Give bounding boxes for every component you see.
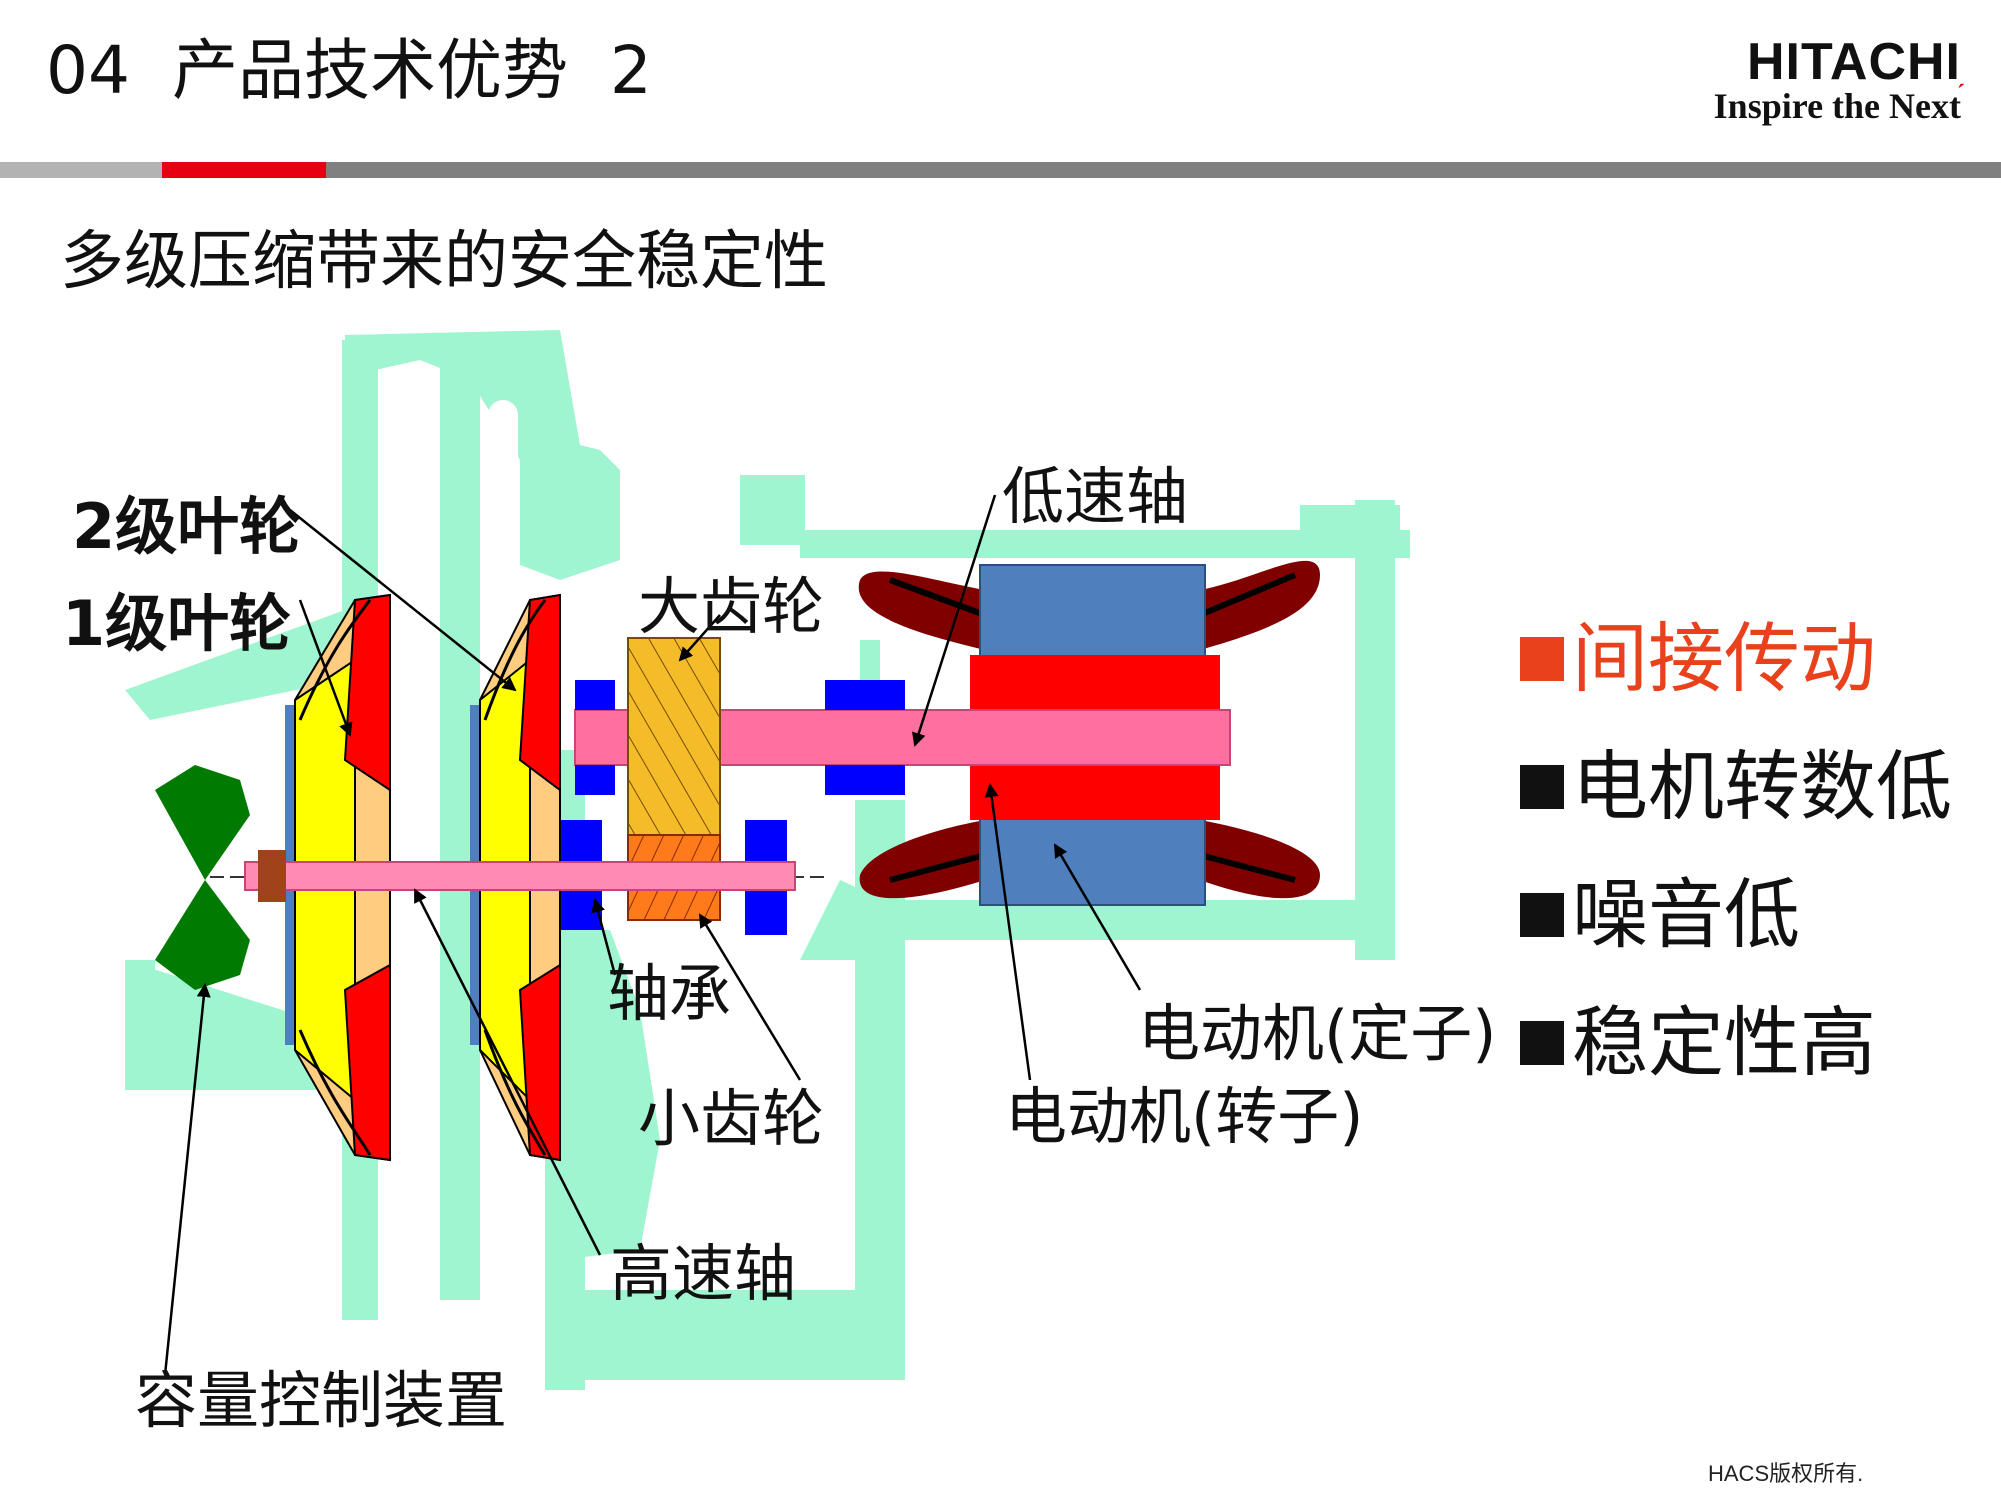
label-impeller-1: 1级叶轮 <box>62 587 291 660</box>
header-bar-grey <box>326 162 2001 178</box>
square-bullet-icon <box>1520 1021 1564 1065</box>
square-bullet-icon <box>1520 893 1564 937</box>
section-subtitle: 多级压缩带来的安全稳定性 <box>60 225 828 299</box>
label-impeller-2: 2级叶轮 <box>72 490 301 563</box>
copyright-notice: HACS版权所有. <box>1708 1461 1864 1486</box>
hitachi-logo: HITACHI Inspire the Next´ <box>1661 33 1965 126</box>
square-bullet-icon <box>1520 637 1564 681</box>
feature-item-indirect-drive: 间接传动 <box>1520 595 1952 723</box>
big-gear-teeth <box>628 638 720 848</box>
header-bar-red <box>162 162 326 178</box>
slide-title: 04 产品技术优势 2 <box>46 32 652 109</box>
leader-lines <box>163 494 1142 1376</box>
capacity-control-vanes <box>155 765 250 990</box>
casing-cavities <box>395 380 520 1250</box>
logo-brand: HITACHI <box>1746 33 1961 91</box>
label-bearing: 轴承 <box>607 957 731 1030</box>
logo-tagline: Inspire the Next´ <box>1713 81 1965 126</box>
label-motor-rotor: 电动机(转子) <box>1005 1080 1363 1153</box>
high-speed-shaft <box>244 861 796 891</box>
logo-tick-icon: ´ <box>1957 81 1965 107</box>
label-low-speed-shaft: 低速轴 <box>1002 460 1188 533</box>
header-bar-grey-left <box>0 162 162 178</box>
square-bullet-icon <box>1520 765 1564 809</box>
label-high-speed-shaft: 高速轴 <box>610 1237 796 1310</box>
impeller-1 <box>285 593 391 1162</box>
label-big-gear: 大齿轮 <box>638 570 824 643</box>
feature-item-low-noise: 噪音低 <box>1520 851 1952 979</box>
label-small-gear: 小齿轮 <box>638 1082 824 1155</box>
feature-item-low-motor-speed: 电机转数低 <box>1520 723 1952 851</box>
label-motor-stator: 电动机(定子) <box>1138 997 1496 1070</box>
fan-blade-lines <box>888 572 1297 883</box>
feature-item-high-stability: 稳定性高 <box>1520 979 1952 1107</box>
label-capacity-control: 容量控制装置 <box>135 1364 507 1437</box>
feature-list: 间接传动 电机转数低 噪音低 稳定性高 <box>1520 595 1952 1107</box>
shaft-coupling <box>258 850 286 902</box>
